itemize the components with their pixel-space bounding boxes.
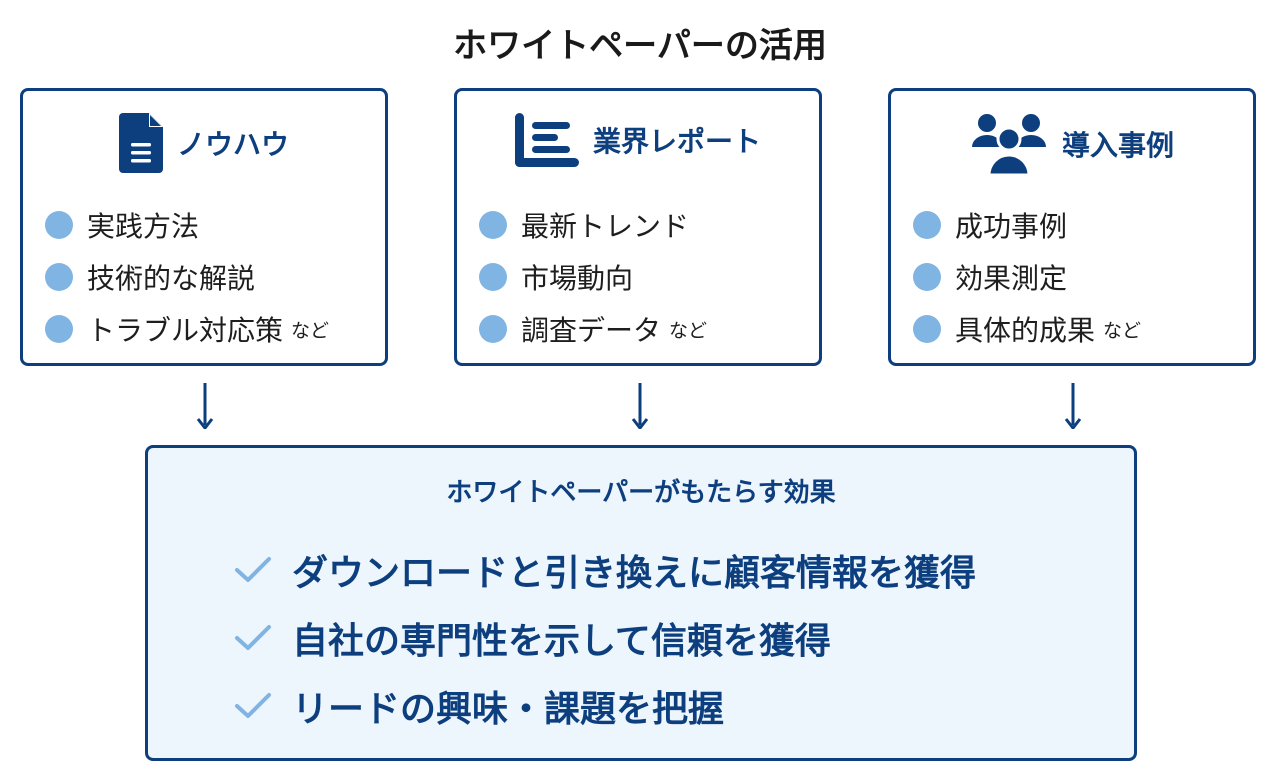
check-icon: [235, 693, 271, 718]
list-item: 効果測定: [913, 251, 1141, 303]
bullet-icon: [479, 315, 507, 343]
arrow-down-icon: [1064, 383, 1082, 429]
list-item: 市場動向: [479, 251, 707, 303]
bullet-icon: [913, 211, 941, 239]
card-heading: ノウハウ: [176, 128, 289, 161]
list-item: 調査データなど: [479, 303, 707, 355]
bullet-icon: [479, 263, 507, 291]
bullet-icon: [45, 263, 73, 291]
effects-title: ホワイトペーパーがもたらす効果: [446, 478, 836, 508]
effect-item: ダウンロードと引き換えに顧客情報を獲得: [234, 536, 976, 604]
card-heading: 業界レポート: [592, 125, 761, 158]
list-item: 成功事例: [913, 199, 1141, 251]
bullet-icon: [479, 211, 507, 239]
document-icon: [118, 113, 163, 173]
report-icon: [514, 113, 579, 167]
list-item: 具体的成果など: [913, 303, 1141, 355]
page-title: ホワイトペーパーの活用: [453, 26, 827, 66]
list-item: 技術的な解説: [45, 251, 329, 303]
card-knowhow: ノウハウ 実践方法 技術的な解説 トラブル対応策など: [20, 88, 388, 366]
arrow-down-icon: [631, 383, 649, 429]
card-heading: 導入事例: [1061, 129, 1174, 162]
list-item: 実践方法: [45, 199, 329, 251]
list-item: 最新トレンド: [479, 199, 707, 251]
check-icon: [235, 557, 271, 582]
bullet-icon: [913, 315, 941, 343]
users-icon: [971, 114, 1046, 175]
bullet-icon: [45, 315, 73, 343]
effect-item: 自社の専門性を示して信頼を獲得: [234, 604, 976, 672]
list-item: トラブル対応策など: [45, 303, 329, 355]
effects-panel: ホワイトペーパーがもたらす効果 ダウンロードと引き換えに顧客情報を獲得 自社の専…: [145, 445, 1137, 761]
bullet-icon: [913, 263, 941, 291]
arrow-down-icon: [196, 383, 214, 429]
effect-item: リードの興味・課題を把握: [234, 672, 976, 740]
card-case-studies: 導入事例 成功事例 効果測定 具体的成果など: [888, 88, 1256, 366]
card-industry-report: 業界レポート 最新トレンド 市場動向 調査データなど: [454, 88, 822, 366]
bullet-icon: [45, 211, 73, 239]
check-icon: [235, 625, 271, 650]
